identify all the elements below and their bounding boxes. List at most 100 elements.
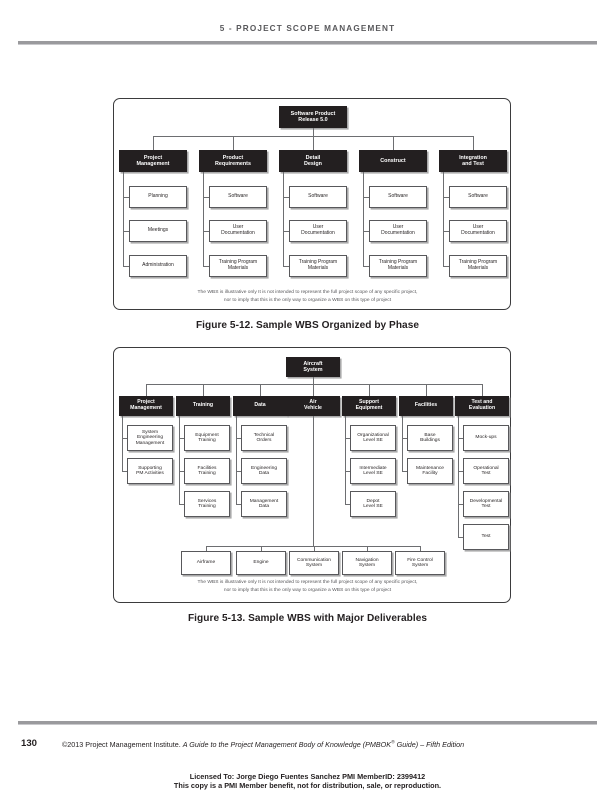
figure-1-disclaimer-line1: The WBS is illustrative only It is not i… — [197, 290, 418, 295]
figure-2-col-drop-0 — [146, 384, 147, 396]
figure-2-airvehicle-node-0: Airframe — [181, 551, 231, 575]
figure-2-stub-6-1 — [458, 471, 463, 472]
figure-1-spine-4 — [443, 172, 444, 266]
figure-1-stub-3-1 — [363, 231, 369, 232]
figure-1-deliverable-node-0-2-label: Administration — [142, 262, 174, 269]
figure-1-stub-0-1 — [123, 231, 129, 232]
figure-1-deliverable-node-2-0: Software — [289, 186, 347, 208]
figure-2-stub-6-3 — [458, 537, 463, 538]
figure-2-category-node-1: Training — [176, 396, 230, 416]
figure-1-deliverable-node-4-0: Software — [449, 186, 507, 208]
figure-2-stub-4-1 — [345, 471, 350, 472]
figure-2-airvehicle-drop-4 — [420, 546, 421, 551]
figure-1-caption: Figure 5-12. Sample WBS Organized by Pha… — [195, 320, 420, 331]
figure-1-deliverable-node-0-0-label: Planning — [148, 193, 168, 200]
figure-1-col-drop-1 — [233, 136, 234, 150]
figure-1-spine-3 — [363, 172, 364, 266]
copyright-line: ©2013 Project Management Institute. A Gu… — [62, 740, 464, 749]
figure-2-stub-1-1 — [179, 471, 184, 472]
figure-2-stub-1-2 — [179, 504, 184, 505]
figure-2-stub-0-0 — [122, 438, 127, 439]
figure-2-airvehicle-node-0-label: Airframe — [196, 560, 216, 566]
figure-1-disclaimer-line2: nor to imply that this is the only way t… — [223, 297, 392, 303]
figure-2-col-drop-5 — [426, 384, 427, 396]
figure-2-caption: Figure 5-13. Sample WBS with Major Deliv… — [187, 613, 428, 624]
figure-1-col-drop-0 — [153, 136, 154, 150]
figure-1-stub-4-0 — [443, 197, 449, 198]
figure-1-phase-node-3-label: Construct — [380, 157, 406, 164]
figure-2-bus — [146, 384, 482, 385]
figure-1-deliverable-node-4-0-label: Software — [468, 193, 488, 200]
figure-2-stub-4-0 — [345, 438, 350, 439]
figure-2-subitem-node-6-3: Test — [463, 524, 509, 550]
figure-2-subitem-node-6-3-label: Test — [481, 534, 491, 540]
figure-2-col-drop-3 — [313, 384, 314, 396]
figure-2-subitem-node-6-0: Mock-ups — [463, 425, 509, 451]
figure-2-stub-6-2 — [458, 504, 463, 505]
figure-2-spine-5 — [402, 416, 403, 471]
figure-1-stub-0-2 — [123, 266, 129, 267]
figure-2-airvehicle-node-1: Engine — [236, 551, 286, 575]
figure-1-stub-2-0 — [283, 197, 289, 198]
figure-1-col-drop-4 — [473, 136, 474, 150]
figure-2-airvehicle-node-1-label: Engine — [253, 560, 269, 566]
figure-2-category-node-1-label: Training — [192, 402, 214, 409]
figure-2-airvehicle-trunk — [313, 416, 314, 546]
figure-1-col-drop-3 — [393, 136, 394, 150]
figure-2-stub-2-2 — [236, 504, 241, 505]
figure-1-deliverable-node-0-2: Administration — [129, 255, 187, 277]
figure-2-airvehicle-drop-3 — [367, 546, 368, 551]
figure-2-spine-0 — [122, 416, 123, 471]
figure-2-col-drop-1 — [203, 384, 204, 396]
figure-2-disclaimer-line2: nor to imply that this is the only way t… — [223, 587, 392, 593]
figure-1-stub-1-1 — [203, 231, 209, 232]
figure-1-stub-3-2 — [363, 266, 369, 267]
figure-1-stub-1-0 — [203, 197, 209, 198]
figure-2-spine-1 — [179, 416, 180, 504]
figure-1-col-drop-2 — [313, 136, 314, 150]
figure-2-airvehicle-drop-2 — [314, 546, 315, 551]
figure-2-stub-1-0 — [179, 438, 184, 439]
figure-1-phase-node-3: Construct — [359, 150, 427, 172]
figure-2-subitem-node-6-0-label: Mock-ups — [475, 435, 497, 441]
figure-2-disclaimer: The WBS is illustrative only It is not i… — [0, 579, 615, 594]
figure-2-disclaimer-line1: The WBS is illustrative only It is not i… — [197, 580, 418, 585]
figure-1-spine-1 — [203, 172, 204, 266]
license-notice: Licensed To: Jorge Diego Fuentes Sanchez… — [0, 772, 615, 791]
